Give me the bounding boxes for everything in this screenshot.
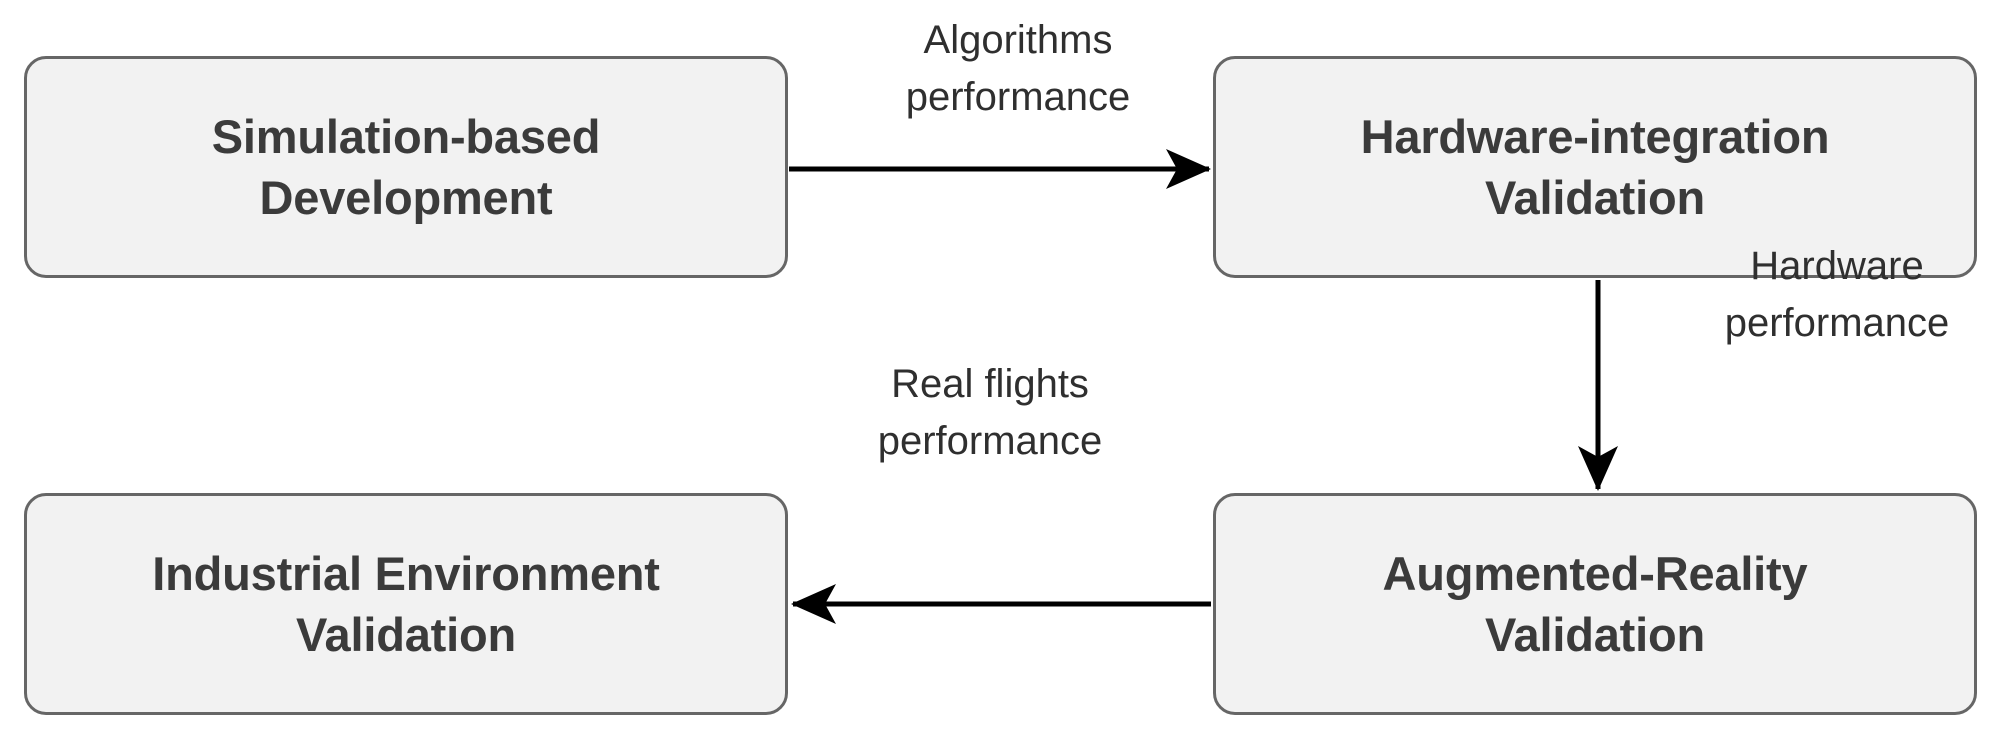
node-label: Hardware-integration Validation xyxy=(1360,109,1830,224)
node-label: Simulation-based Development xyxy=(211,109,601,224)
edge-label-hardware-performance: Hardware performance xyxy=(1724,244,1950,345)
edge-label-real-flights-performance: Real flights performance xyxy=(877,362,1103,463)
node-simulation-based-development[interactable]: Simulation-based Development xyxy=(24,56,788,278)
node-industrial-environment-validation[interactable]: Industrial Environment Validation xyxy=(24,493,788,715)
node-hardware-integration-validation[interactable]: Hardware-integration Validation xyxy=(1213,56,1977,278)
node-augmented-reality-validation[interactable]: Augmented-Reality Validation xyxy=(1213,493,1977,715)
node-label: Augmented-Reality Validation xyxy=(1382,546,1808,661)
node-label: Industrial Environment Validation xyxy=(152,546,660,661)
edge-label-algorithms-performance: Algorithms performance xyxy=(905,18,1131,119)
